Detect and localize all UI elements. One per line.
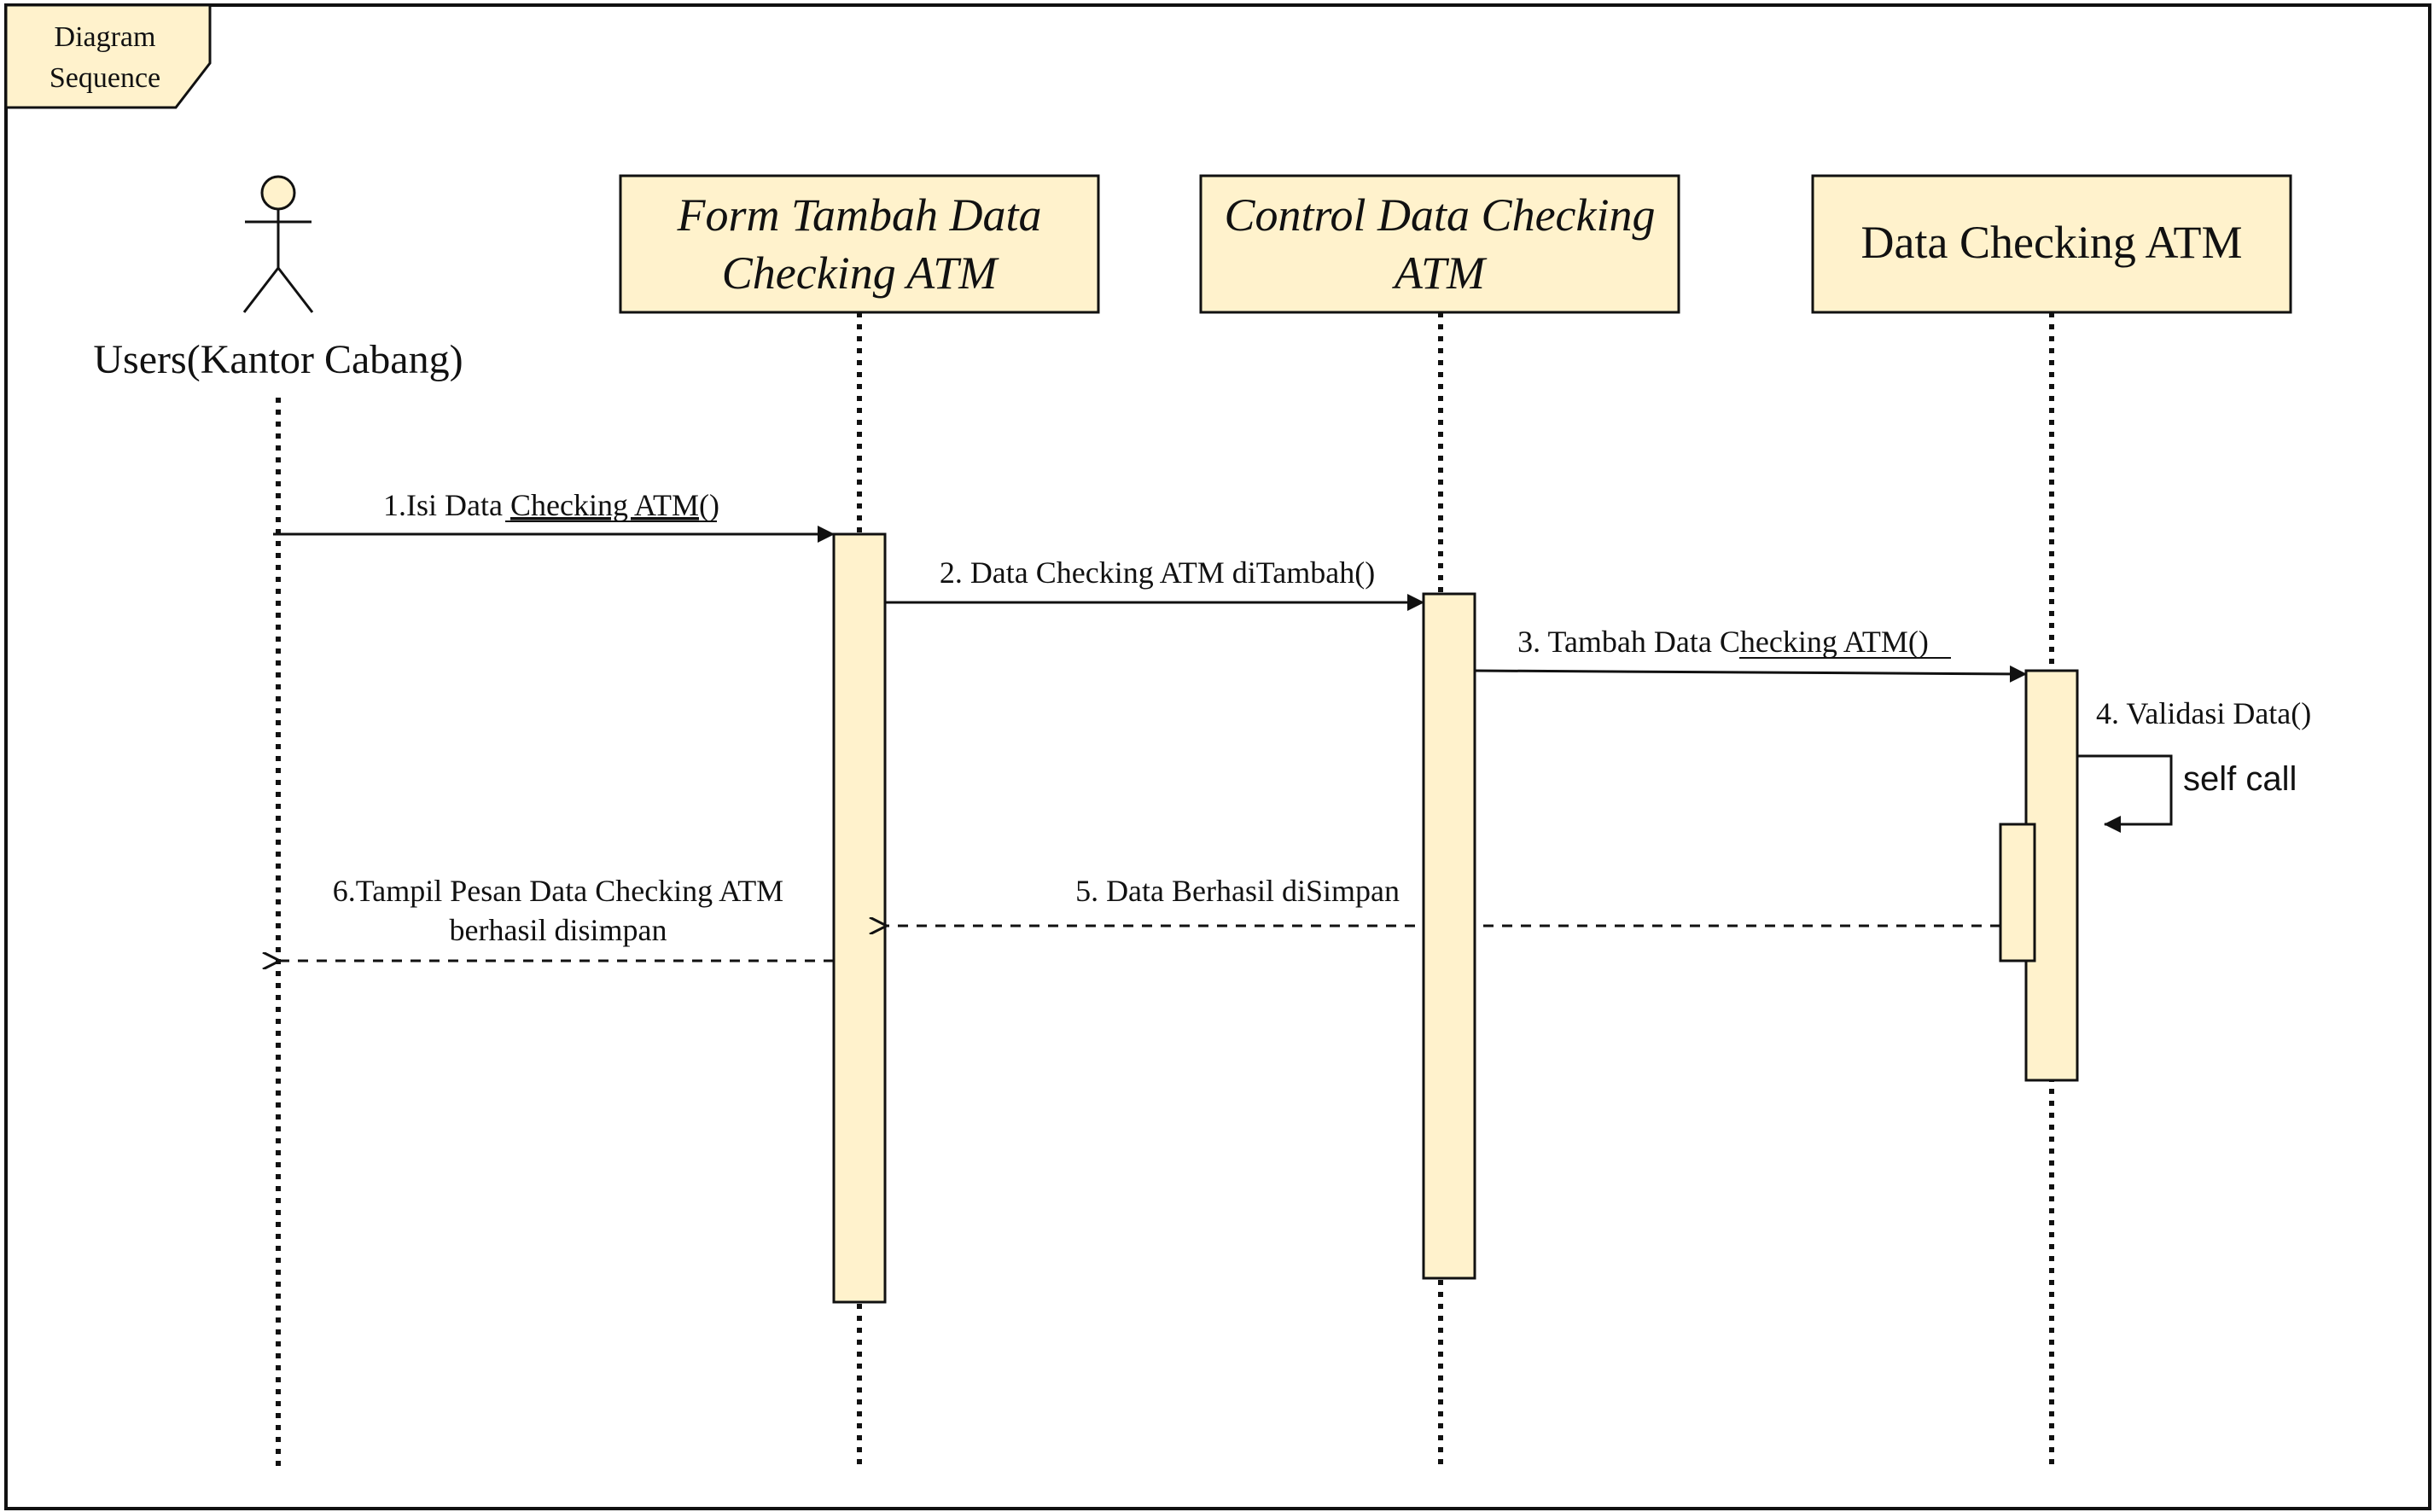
activation-form [832,532,887,1304]
message-3-label: 3. Tambah Data Checking ATM() [1517,625,1929,659]
lifeline-entity-line1: Data Checking ATM [1861,217,2243,268]
message-6-label-line1: 6.Tampil Pesan Data Checking ATM [333,874,783,908]
message-1-label: 1.Isi Data Checking ATM() [383,488,719,522]
activation-control [1422,592,1476,1280]
lifeline-control-box [1199,174,1680,314]
frame-label-line2: Sequence [49,62,160,94]
message-6-label-line2: berhasil disimpan [450,913,667,947]
message-4-self-arrow [2077,754,2173,833]
message-5-label: 5. Data Berhasil diSimpan [1075,874,1400,908]
self-call-label: self call [2183,760,2297,798]
lifeline-entity-box [1811,174,2292,314]
stick-figure-icon [242,175,314,313]
message-4-label: 4. Validasi Data() [2096,696,2311,730]
lifeline-form-line2: Checking ATM [722,247,999,299]
message-3-arrow [1474,665,2027,683]
frame-label-line1: Diagram [55,21,156,53]
message-2-label: 2. Data Checking ATM diTambah() [940,555,1375,590]
activation-entity-self [1999,823,2036,962]
actor-name: Users(Kantor Cabang) [93,337,463,382]
lifeline-form-line1: Form Tambah Data [676,189,1041,241]
lifeline-control-line2: ATM [1392,247,1488,299]
lifeline-form-box [619,174,1100,314]
lifeline-control-line1: Control Data Checking [1225,189,1656,241]
frame-label-tab [4,3,212,109]
